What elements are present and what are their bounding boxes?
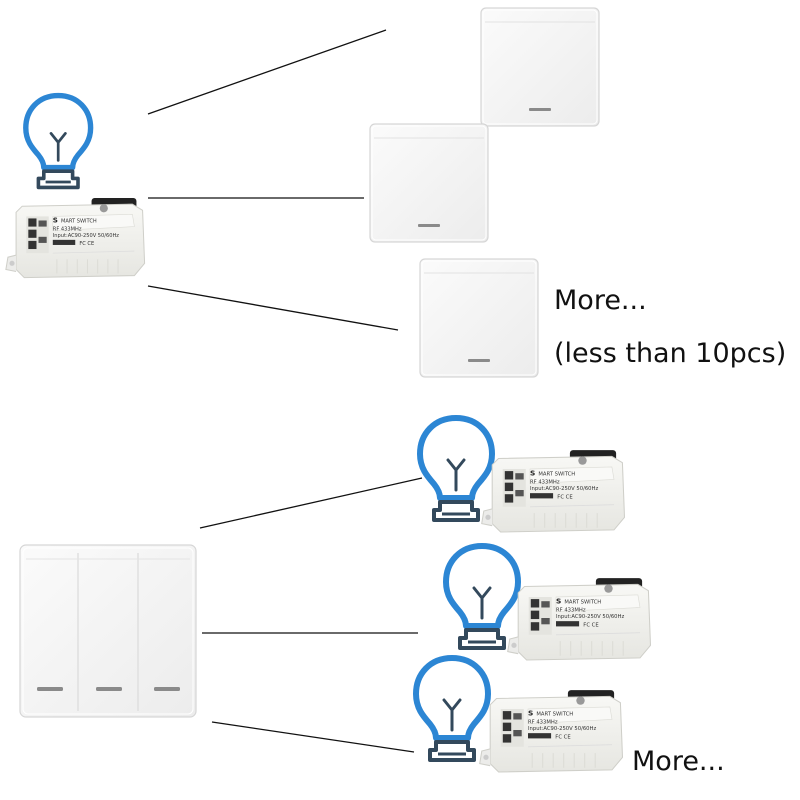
three-gang-switch-panel (19, 544, 197, 718)
bottom-connection-lines (199, 477, 423, 753)
wall-switch-panel-3 (419, 258, 539, 378)
top-receiver-module (5, 197, 146, 279)
bottom-more-caption: More... (632, 746, 725, 777)
indicator-middle (96, 687, 122, 691)
wire-line (147, 285, 399, 331)
bulb-receiver-pair-3 (416, 658, 624, 773)
wall-switch-panel-2 (369, 123, 489, 243)
receiver-module (507, 577, 652, 661)
wire-line (211, 721, 415, 753)
wall-switch-panel-1 (480, 7, 600, 127)
light-bulb-icon (446, 546, 518, 648)
light-bulb-icon (416, 658, 488, 760)
receiver-module (481, 449, 626, 533)
top-connection-lines (147, 29, 399, 331)
receiver-module (479, 689, 624, 773)
top-limit-caption: (less than 10pcs) (554, 338, 787, 369)
top-light-bulb-icon (26, 96, 91, 188)
bulb-receiver-pair-2 (446, 546, 652, 661)
indicator-right (154, 687, 180, 691)
wire-line (199, 477, 423, 529)
bulb-receiver-pair-1 (420, 418, 626, 533)
wire-line (147, 29, 387, 115)
indicator-left (37, 687, 63, 691)
light-bulb-icon (420, 418, 492, 520)
top-more-caption: More... (554, 285, 647, 316)
